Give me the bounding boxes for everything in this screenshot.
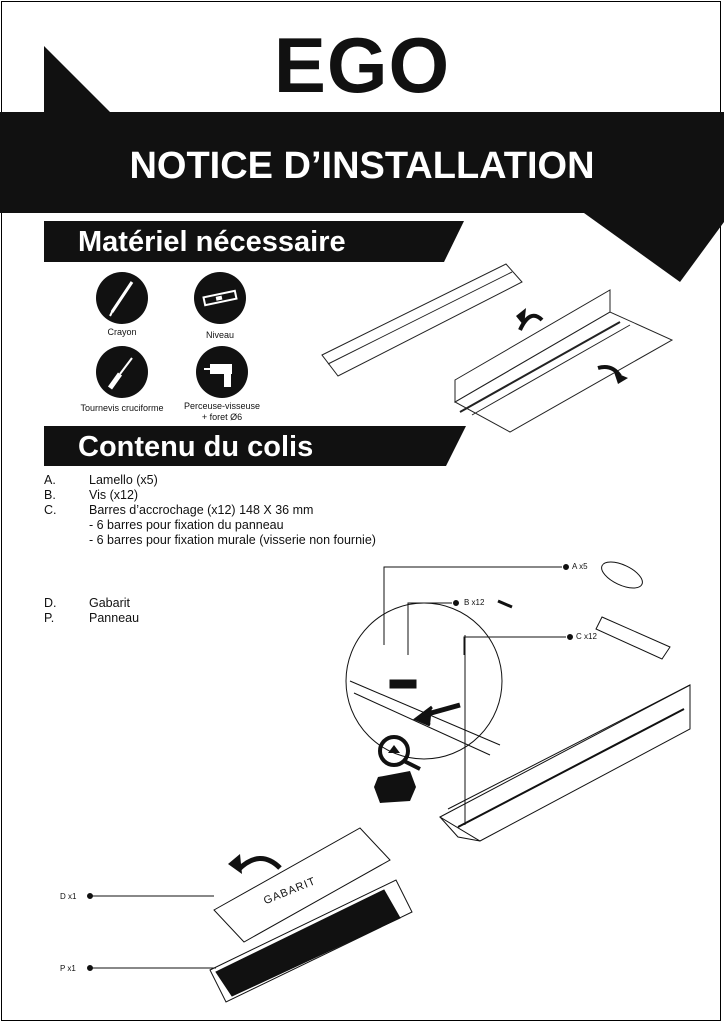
list-item: B.Vis (x12) bbox=[44, 488, 139, 502]
callout-b: B x12 bbox=[464, 598, 485, 607]
list-item: P.Panneau bbox=[44, 611, 140, 625]
box-icon bbox=[374, 771, 416, 803]
tool-perceuse: Perceuse-visseuse + foret Ø6 bbox=[176, 346, 268, 423]
banner-right-flag bbox=[584, 213, 724, 282]
banner-bar bbox=[0, 112, 724, 213]
tool-label-line1: Perceuse-visseuse bbox=[183, 401, 261, 411]
magnifier-icon bbox=[378, 735, 410, 767]
section-title-contents: Contenu du colis bbox=[78, 431, 314, 463]
section-banner-contents bbox=[44, 426, 466, 466]
banner-left-flag bbox=[44, 46, 110, 112]
tool-label: Tournevis cruciforme bbox=[80, 403, 164, 413]
list-item: D.Gabarit bbox=[44, 596, 130, 610]
contents-list: A.Lamello (x5) B.Vis (x12) C.Barres d’ac… bbox=[44, 473, 376, 548]
section-title-materials: Matériel nécessaire bbox=[78, 226, 346, 258]
pencil-icon bbox=[96, 272, 148, 324]
level-icon bbox=[194, 272, 246, 324]
callout-c: C x12 bbox=[576, 632, 597, 641]
tool-label: Crayon bbox=[107, 327, 137, 337]
list-item: A.Lamello (x5) bbox=[44, 473, 158, 487]
page-title: NOTICE D’INSTALLATION bbox=[129, 145, 595, 187]
tool-label: Niveau bbox=[205, 330, 234, 340]
drill-icon bbox=[196, 346, 248, 398]
list-subitem: - 6 barres pour fixation du panneau bbox=[89, 518, 284, 532]
section-banner-materials bbox=[44, 221, 464, 262]
callout-p: P x1 bbox=[60, 964, 76, 973]
contents-list-2: D.Gabarit P.Panneau bbox=[44, 596, 139, 626]
tool-niveau: Niveau bbox=[176, 272, 264, 341]
template-panel-illustration bbox=[87, 827, 413, 1003]
list-item: C.Barres d’accrochage (x12) 148 X 36 mm bbox=[44, 503, 314, 517]
tool-tournevis: Tournevis cruciforme bbox=[76, 346, 168, 414]
brand-logo: EGO bbox=[273, 21, 451, 109]
screwdriver-icon bbox=[96, 346, 148, 398]
callout-d: D x1 bbox=[60, 892, 77, 901]
hardware-detail-illustration bbox=[345, 561, 691, 842]
callout-a: A x5 bbox=[572, 562, 588, 571]
shelf-assembly-illustration bbox=[321, 263, 674, 433]
tool-crayon: Crayon bbox=[78, 272, 166, 338]
tool-label-line2: + foret Ø6 bbox=[201, 412, 243, 422]
list-subitem: - 6 barres pour fixation murale (visseri… bbox=[89, 533, 376, 547]
